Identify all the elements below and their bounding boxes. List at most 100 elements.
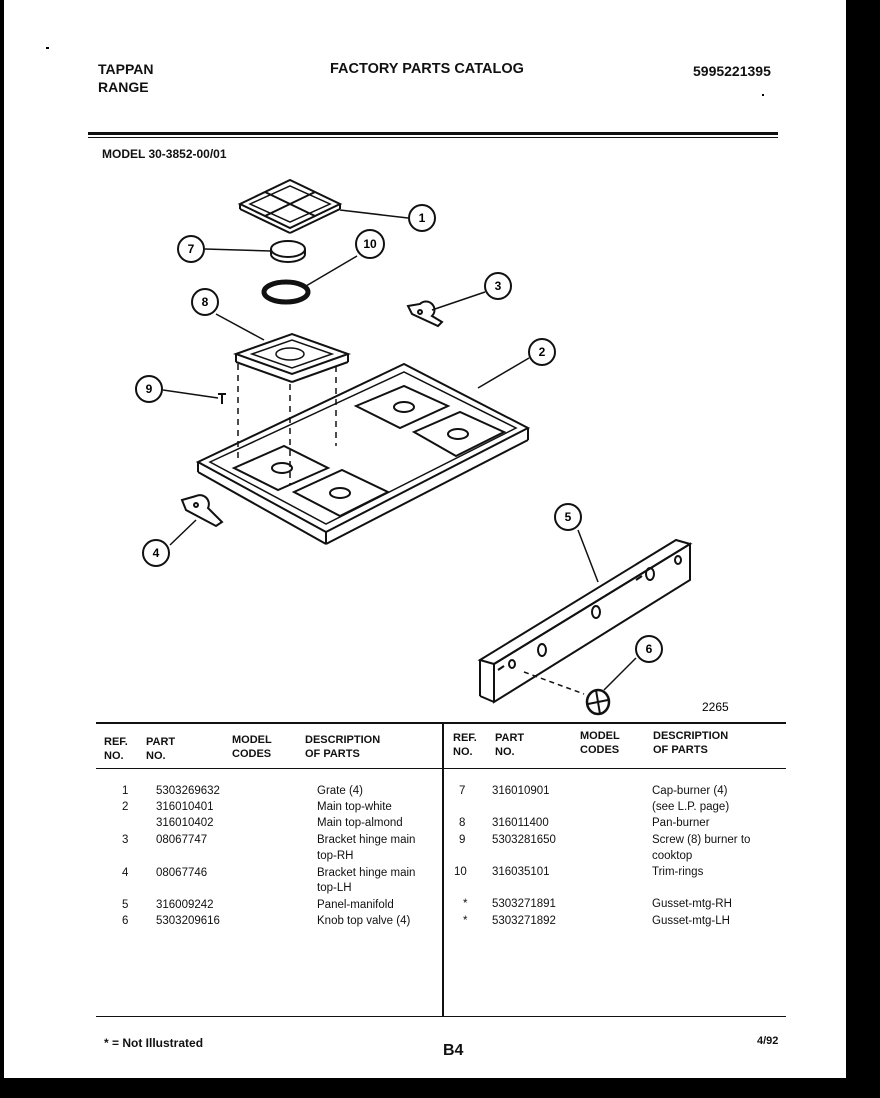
row-description: Trim-rings: [652, 866, 704, 878]
screw-part: [218, 393, 226, 404]
catalog-number: 5995221395: [693, 63, 771, 79]
header-rule: [88, 132, 778, 135]
page-number: B4: [443, 1042, 464, 1059]
row-description: Pan-burner: [652, 817, 710, 829]
burner-pan-part: [233, 332, 351, 383]
row-part-number: 08067747: [156, 834, 208, 846]
leader-lines: [162, 209, 637, 691]
row-part-number: 5303269632: [156, 785, 220, 797]
guide-lines: [237, 364, 337, 484]
callout-5: 5: [554, 503, 582, 531]
cap-burner-part: [270, 240, 306, 263]
callout-3: 3: [484, 272, 512, 300]
callout-7: 7: [177, 235, 205, 263]
row-part-number: 316010402: [156, 817, 214, 829]
callout-8: 8: [191, 288, 219, 316]
row-description: Main top-white: [317, 801, 392, 813]
row-part-number: 5303281650: [492, 834, 556, 846]
row-description: Screw (8) burner to: [652, 834, 751, 846]
row-ref: 6: [122, 915, 129, 927]
svg-text:3: 3: [495, 279, 502, 293]
grate-part: [237, 178, 343, 234]
header-rule-thin: [88, 137, 778, 138]
row-ref: 9: [459, 834, 466, 846]
svg-text:4: 4: [153, 546, 160, 560]
row-ref: 2: [122, 801, 129, 813]
revision-date: 4/92: [757, 1035, 779, 1047]
row-ref: 4: [122, 867, 129, 879]
svg-text:6: 6: [646, 642, 653, 656]
row-description: (see L.P. page): [652, 801, 730, 813]
row-ref: 1: [122, 785, 129, 797]
hinge-bracket-rh-part: [406, 300, 444, 328]
svg-text:8: 8: [202, 295, 209, 309]
svg-text:10: 10: [363, 237, 377, 251]
hinge-bracket-lh-part: [180, 494, 224, 528]
catalog-page: [4, 0, 846, 1078]
footnote: * = Not Illustrated: [104, 1036, 204, 1050]
row-description: Gusset-mtg-RH: [652, 898, 732, 910]
row-description: Grate (4): [317, 785, 364, 797]
row-description: Main top-almond: [317, 817, 403, 829]
scan-speck: [46, 47, 49, 49]
row-description: Knob top valve (4): [317, 915, 411, 927]
col-header-ref-right: REF.NO.: [453, 732, 477, 758]
table-bottom-rule: [96, 1016, 786, 1017]
svg-text:5: 5: [565, 510, 572, 524]
row-part-number: 5303271891: [492, 898, 556, 910]
row-ref: 7: [459, 785, 466, 797]
page-title: FACTORY PARTS CATALOG: [330, 61, 524, 77]
row-part-number: 316035101: [492, 866, 550, 878]
trim-ring-part: [261, 279, 311, 305]
row-part-number: 316011400: [492, 817, 549, 829]
main-top-part: [195, 362, 531, 545]
svg-text:7: 7: [188, 242, 195, 256]
row-description: cooktop: [652, 850, 693, 862]
row-description: Bracket hinge main: [317, 834, 416, 846]
model-number: MODEL 30-3852-00/01: [102, 147, 227, 161]
row-part-number: 5303271892: [492, 915, 556, 927]
row-description: Gusset-mtg-LH: [652, 915, 730, 927]
row-description: top-RH: [317, 850, 354, 862]
row-ref: 3: [122, 834, 129, 846]
row-ref: 10: [454, 866, 467, 878]
row-description: top-LH: [317, 882, 352, 894]
knob-part: [523, 671, 611, 716]
manifold-panel-part: [477, 538, 693, 704]
row-description: Panel-manifold: [317, 899, 394, 911]
callout-2: 2: [528, 338, 556, 366]
row-part-number: 08067746: [156, 867, 208, 879]
table-header-rule: [96, 768, 786, 769]
svg-text:1: 1: [419, 211, 426, 225]
scan-artifact: [260, 1078, 294, 1098]
figure-number: 2265: [702, 700, 729, 714]
callout-9: 9: [135, 375, 163, 403]
brand-name: TAPPAN: [98, 61, 154, 77]
row-ref: 8: [459, 817, 466, 829]
col-header-ref: REF.NO.: [104, 736, 128, 762]
row-description: Bracket hinge main: [317, 867, 416, 879]
row-part-number: 316010901: [492, 785, 550, 797]
table-column-divider: [442, 722, 444, 1016]
row-description: Cap-burner (4): [652, 785, 728, 797]
row-part-number: 316010401: [156, 801, 214, 813]
product-type: RANGE: [98, 79, 149, 95]
scan-speck: [762, 94, 764, 96]
row-ref: *: [463, 898, 468, 910]
row-ref: 5: [122, 899, 129, 911]
row-part-number: 316009242: [156, 899, 214, 911]
callout-bubbles: 1 2 3 4 5 6 7 8: [135, 204, 663, 663]
row-ref: *: [463, 915, 468, 927]
table-top-rule: [96, 722, 786, 724]
callout-1: 1: [408, 204, 436, 232]
callout-4: 4: [142, 539, 170, 567]
row-part-number: 5303209616: [156, 915, 220, 927]
callout-10: 10: [355, 229, 385, 259]
